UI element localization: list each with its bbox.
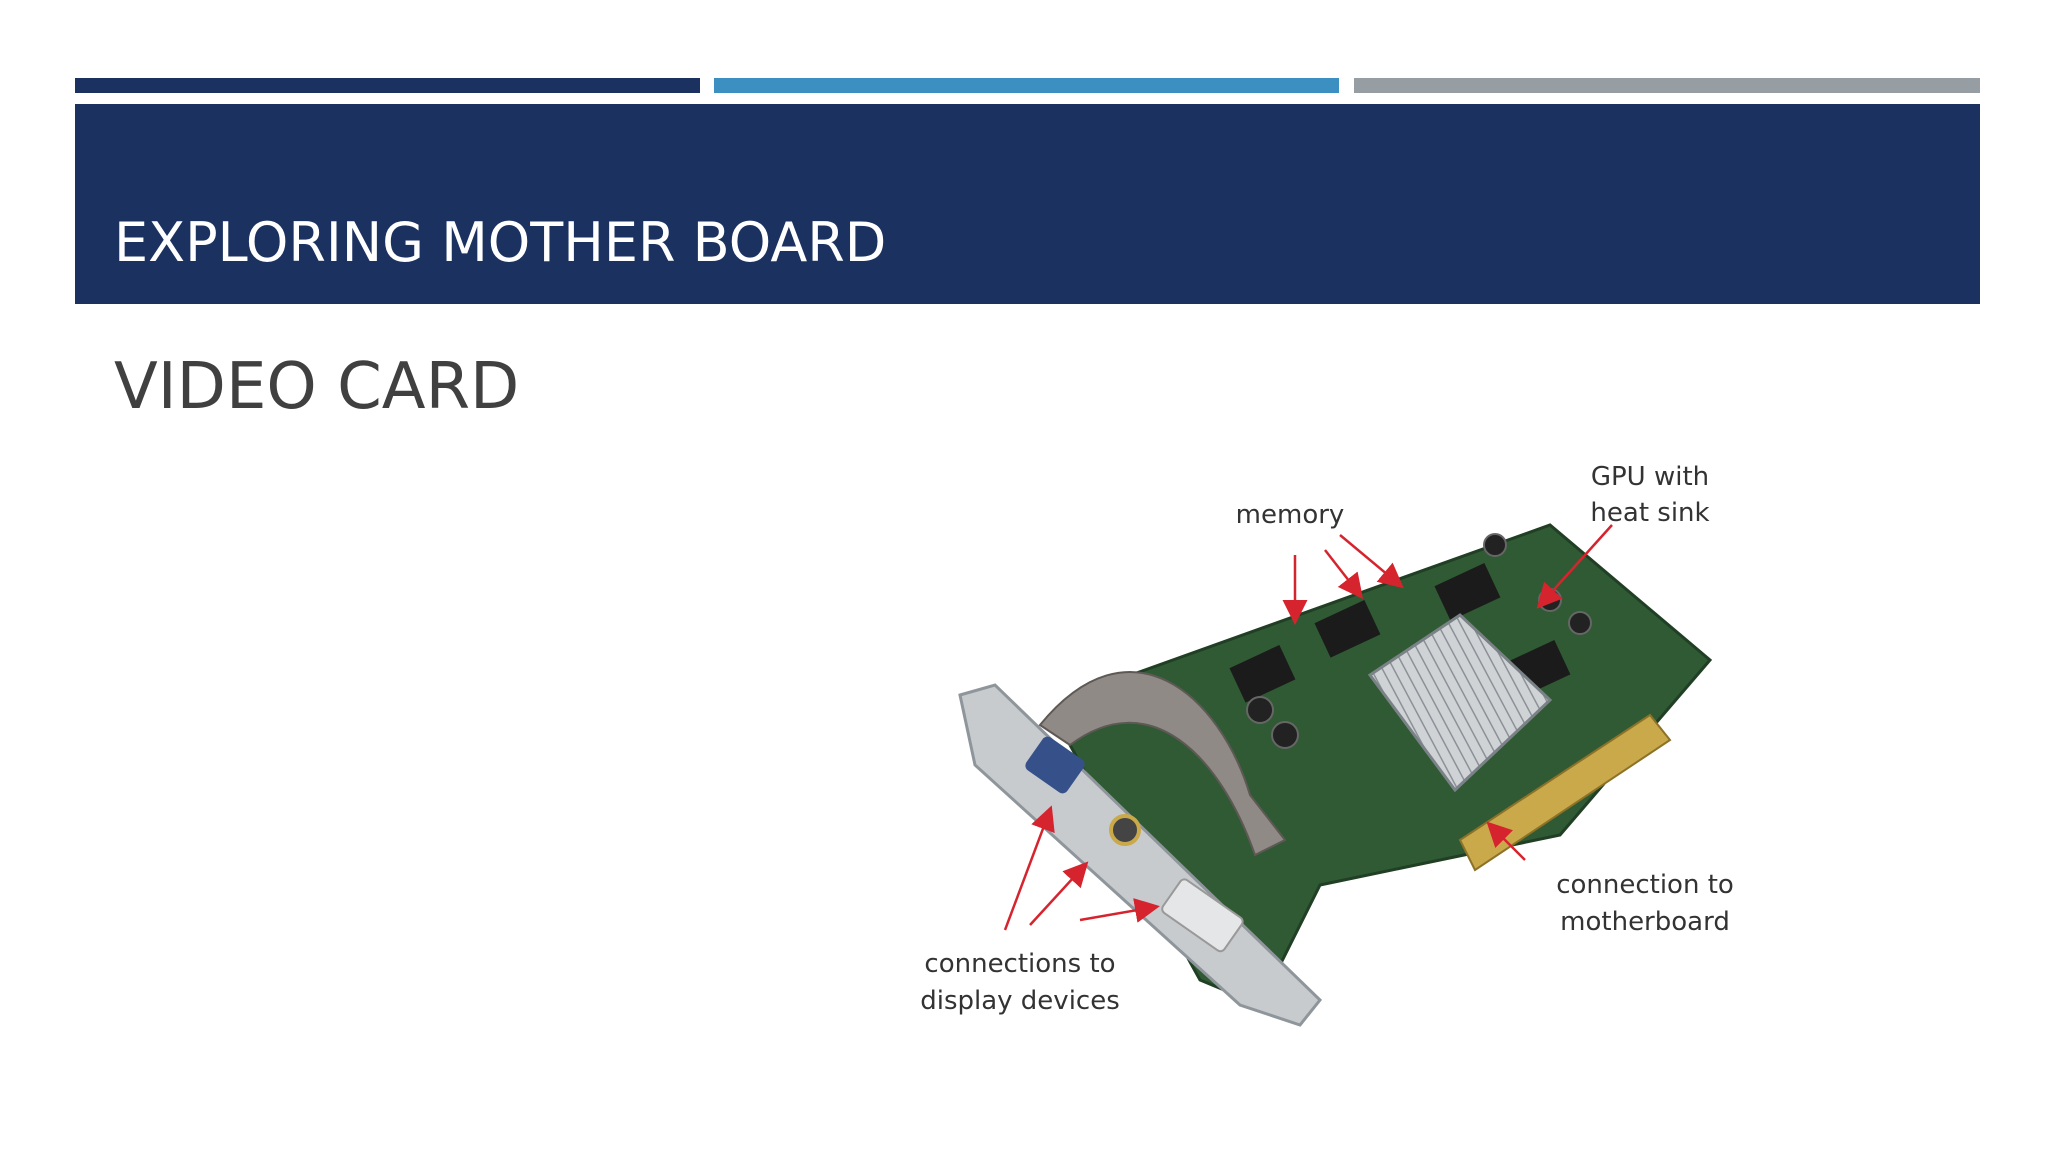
capacitor — [1483, 533, 1507, 557]
memory-chip — [1229, 644, 1296, 703]
video-card-illustration: memory GPU with heat sink connection to … — [920, 462, 1734, 1027]
label-gpu-line1: GPU with — [1591, 462, 1709, 492]
slide-title: EXPLORING MOTHER BOARD — [114, 211, 887, 274]
label-display-line2: display devices — [920, 986, 1120, 1016]
memory-chip — [1434, 562, 1501, 621]
memory-chip — [1314, 599, 1381, 658]
label-gpu-line2: heat sink — [1590, 498, 1709, 528]
heat-sink — [1367, 613, 1553, 793]
capacitor — [1246, 696, 1274, 724]
label-display-line1: connections to — [924, 949, 1115, 979]
label-memory: memory — [1236, 500, 1345, 530]
label-motherboard-line1: connection to — [1556, 870, 1734, 900]
accent-bar-dark — [75, 78, 700, 93]
capacitor — [1271, 721, 1299, 749]
annotation-arrows — [1003, 524, 1613, 931]
slide-subtitle: VIDEO CARD — [114, 350, 520, 424]
svideo-port — [1109, 814, 1141, 846]
accent-bar-gray — [1354, 78, 1980, 93]
dvi-port — [1161, 878, 1244, 953]
video-card-figure: memory GPU with heat sink connection to … — [900, 445, 1750, 1030]
accent-bar-blue — [714, 78, 1339, 93]
label-motherboard-line2: motherboard — [1560, 907, 1730, 937]
capacitor — [1568, 611, 1592, 635]
ribbon-cable — [1038, 671, 1287, 857]
vga-port — [1025, 736, 1085, 794]
title-band: EXPLORING MOTHER BOARD — [75, 104, 1980, 304]
